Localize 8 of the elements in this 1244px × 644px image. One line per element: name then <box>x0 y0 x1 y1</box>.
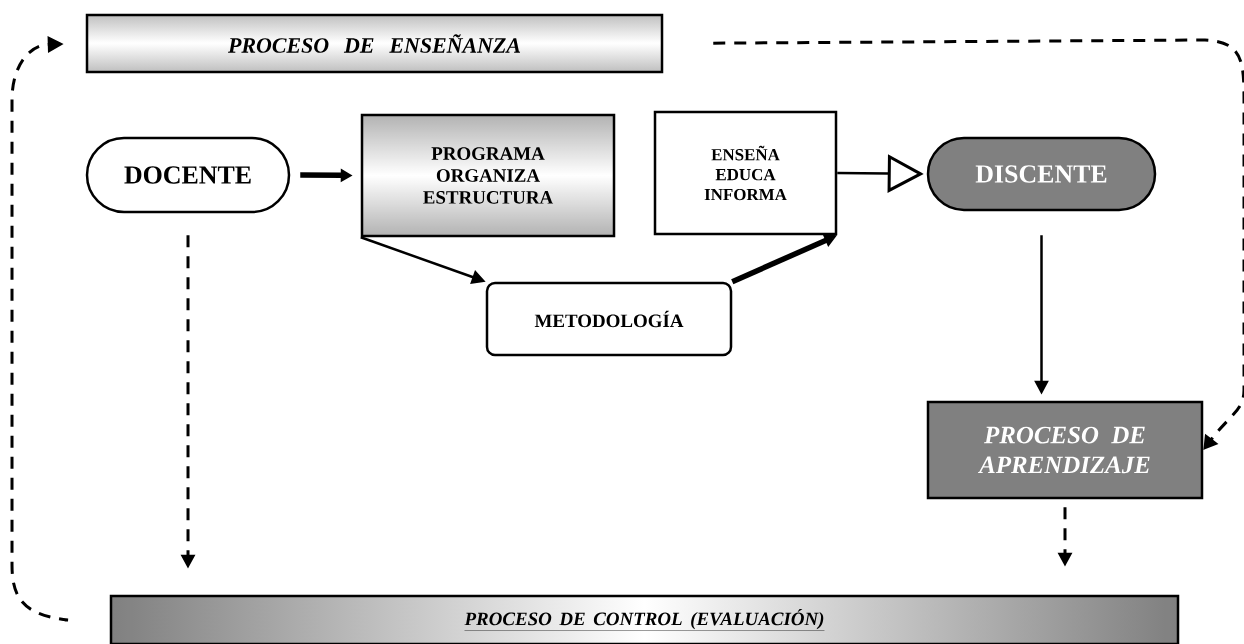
arrow <box>713 38 1244 450</box>
heading-band: PROCESO DE ENSEÑANZA <box>85 13 664 74</box>
process-box: PROGRAMA ORGANIZA ESTRUCTURA <box>360 113 616 238</box>
process-box: ENSEÑA EDUCA INFORMA <box>653 110 838 236</box>
arrow <box>10 36 70 622</box>
process-box: PROCESO DE APRENDIZAJE <box>926 400 1204 500</box>
process-box: METODOLOGÍA <box>485 281 733 357</box>
heading-band: PROCESO DE CONTROL (EVALUACIÓN) <box>109 594 1180 644</box>
